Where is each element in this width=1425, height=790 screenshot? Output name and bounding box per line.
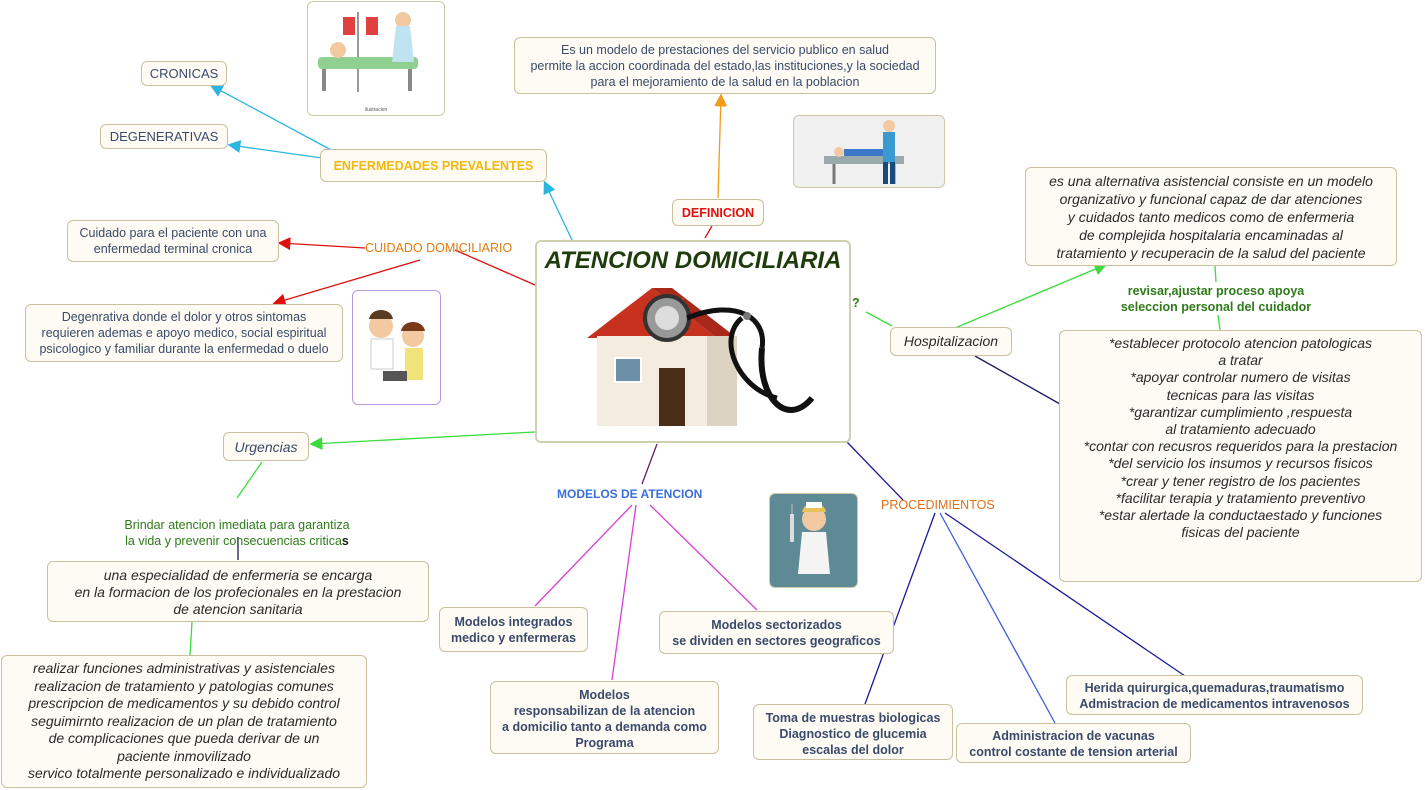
modelos-label[interactable]: MODELOS DE ATENCION [557, 487, 703, 501]
hosp-alternativa-text: es una alternativa asistencial consiste … [1049, 173, 1373, 261]
modelos-responsabilizan-text: Modelos responsabilizan de la atencion a… [502, 688, 707, 750]
modelos-integrados-node[interactable]: Modelos integrados medico y enfermeras [439, 607, 588, 652]
cuidado-terminal-node[interactable]: Cuidado para el paciente con una enferme… [67, 220, 279, 262]
degenerativas-node[interactable]: DEGENERATIVAS [100, 124, 228, 149]
cuidado-degenerativa-node[interactable]: Degenrativa donde el dolor y otros sinto… [25, 304, 343, 362]
question-mark: ? [852, 296, 860, 310]
urgencias-node[interactable]: Urgencias [223, 432, 309, 461]
toma-muestras-node[interactable]: Toma de muestras biologicas Diagnostico … [753, 704, 953, 760]
urgencias-label: Urgencias [234, 439, 298, 455]
doctor-patient-icon [824, 120, 904, 184]
hosp-alternativa-node[interactable]: es una alternativa asistencial consiste … [1025, 167, 1397, 266]
urgencias-desc-end: s [341, 534, 349, 548]
especialidad-text: una especialidad de enfermeria se encarg… [74, 567, 402, 617]
definicion-text: Es un modelo de prestaciones del servici… [530, 43, 920, 89]
vacunas-node[interactable]: Administracion de vacunas control costan… [956, 723, 1191, 763]
modelos-sectorizados-node[interactable]: Modelos sectorizados se dividen en secto… [659, 611, 894, 654]
procedimientos-label[interactable]: PROCEDIMIENTOS [881, 498, 995, 512]
cronicas-node[interactable]: CRONICAS [141, 61, 227, 86]
definicion-text-node[interactable]: Es un modelo de prestaciones del servici… [514, 37, 936, 94]
hosp-protocolo-node[interactable]: *establecer protocolo atencion patologic… [1059, 330, 1422, 582]
herida-node[interactable]: Herida quirurgica,quemaduras,traumatismo… [1066, 675, 1363, 715]
nurses-icon [369, 310, 425, 381]
cuidado-label[interactable]: CUIDADO DOMICILIARIO [365, 241, 513, 255]
enfermedades-node[interactable]: ENFERMEDADES PREVALENTES [320, 149, 547, 182]
herida-text: Herida quirurgica,quemaduras,traumatismo… [1079, 681, 1350, 711]
nurse-syringe-icon [790, 502, 830, 574]
central-title: ATENCION DOMICILIARIA [544, 247, 842, 274]
funciones-text: realizar funciones administrativas y asi… [27, 660, 341, 781]
hospital-bed-image: ilustracion [307, 1, 445, 116]
cronicas-label: CRONICAS [149, 66, 219, 81]
hosp-revisar: revisar,ajustar proceso apoya seleccion … [1120, 284, 1312, 314]
nurses-image [352, 290, 441, 405]
enfermedades-label: ENFERMEDADES PREVALENTES [333, 159, 534, 173]
image-caption: ilustracion [364, 107, 388, 113]
modelos-integrados-text: Modelos integrados medico y enfermeras [450, 615, 577, 645]
definicion-label: DEFINICION [681, 206, 755, 220]
especialidad-node[interactable]: una especialidad de enfermeria se encarg… [47, 561, 429, 622]
urgencias-desc-text: Brindar atencion imediata para garantiza… [124, 518, 350, 548]
house-stethoscope-icon [587, 288, 815, 426]
hospital-bed-icon [318, 12, 418, 92]
toma-muestras-text: Toma de muestras biologicas Diagnostico … [765, 711, 941, 757]
hospitalizacion-label: Hospitalizacion [903, 333, 999, 349]
cuidado-terminal-text: Cuidado para el paciente con una enferme… [79, 226, 267, 256]
vacunas-text: Administracion de vacunas control costan… [969, 729, 1178, 759]
doctor-patient-image [793, 115, 945, 188]
central-topic[interactable]: ATENCION DOMICILIARIA [535, 240, 851, 443]
modelos-responsabilizan-node[interactable]: Modelos responsabilizan de la atencion a… [490, 681, 719, 754]
nurse-syringe-image [769, 493, 858, 588]
urgencias-desc: Brindar atencion imediata para garantiza… [98, 501, 376, 549]
modelos-sectorizados-text: Modelos sectorizados se dividen en secto… [672, 618, 881, 648]
hospitalizacion-node[interactable]: Hospitalizacion [890, 327, 1012, 356]
hosp-protocolo-text: *establecer protocolo atencion patologic… [1083, 335, 1398, 541]
cuidado-degenerativa-text: Degenrativa donde el dolor y otros sinto… [39, 310, 329, 356]
degenerativas-label: DEGENERATIVAS [109, 129, 219, 144]
definicion-node[interactable]: DEFINICION [672, 199, 764, 226]
funciones-node[interactable]: realizar funciones administrativas y asi… [1, 655, 367, 788]
